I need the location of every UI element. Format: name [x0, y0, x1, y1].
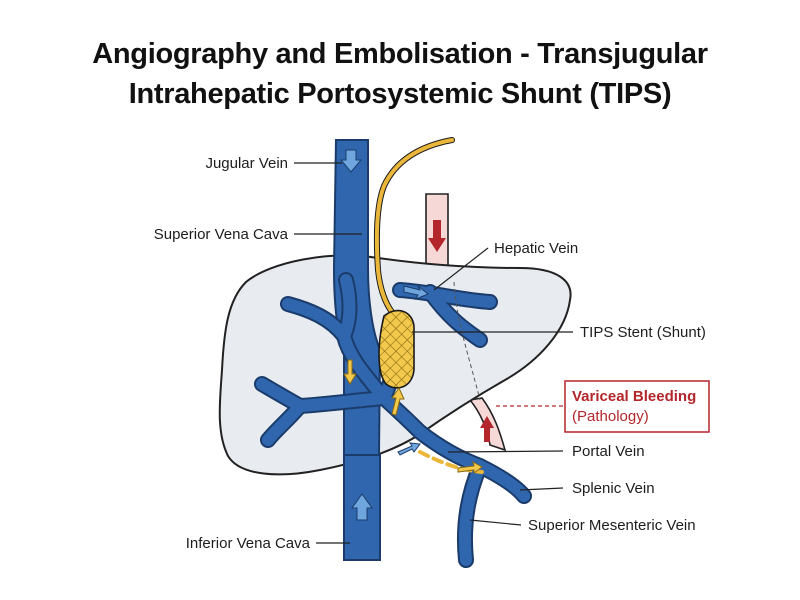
portal-venous-system [254, 272, 532, 568]
label-inferior-vena-cava: Inferior Vena Cava [186, 535, 311, 552]
label-superior-vena-cava: Superior Vena Cava [154, 226, 289, 243]
varix-arrows [428, 220, 494, 442]
tips-stent [378, 309, 415, 389]
title-line-1: Angiography and Embolisation - Transjugu… [92, 38, 708, 70]
page-title: Angiography and Embolisation - Transjugu… [0, 34, 800, 114]
label-superior-mesenteric-vein: Superior Mesenteric Vein [528, 517, 696, 534]
label-hepatic-vein: Hepatic Vein [494, 240, 578, 257]
flow-arrows [339, 149, 429, 521]
label-portal-vein: Portal Vein [572, 443, 645, 460]
label-variceal-bleeding: Variceal Bleeding [572, 388, 696, 405]
variceal-bleeding-box [564, 380, 710, 433]
stent-flow-arrows [343, 359, 483, 474]
label-tips-stent: TIPS Stent (Shunt) [580, 324, 706, 341]
leader-lines [294, 162, 573, 544]
label-splenic-vein: Splenic Vein [572, 480, 655, 497]
label-pathology: (Pathology) [572, 408, 649, 425]
title-line-2: Intrahepatic Portosystemic Shunt (TIPS) [128, 78, 672, 110]
label-jugular-vein: Jugular Vein [205, 155, 288, 172]
